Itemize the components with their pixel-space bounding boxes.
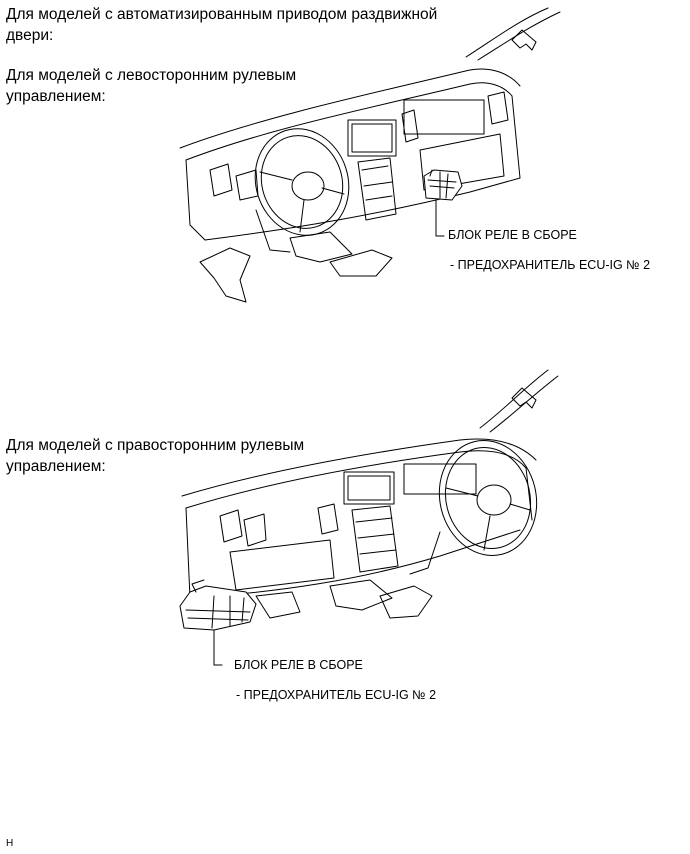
lhd-relay-block bbox=[423, 169, 463, 201]
lhd-heading-line-2: управлением: bbox=[6, 88, 106, 105]
rhd-callout-main: БЛОК РЕЛЕ В СБОРЕ bbox=[234, 658, 363, 672]
rhd-heading-line-1: Для моделей с правосторонним рулевым bbox=[6, 437, 305, 454]
footer-mark: H bbox=[6, 838, 14, 849]
header-line-1: Для моделей с автоматизированным приводо… bbox=[6, 6, 438, 23]
lhd-heading-line-1: Для моделей с левосторонним рулевым bbox=[6, 67, 297, 84]
rhd-heading-line-2: управлением: bbox=[6, 458, 106, 475]
lhd-callout-main: БЛОК РЕЛЕ В СБОРЕ bbox=[448, 228, 577, 242]
rhd-dashboard-illustration bbox=[179, 369, 559, 666]
lhd-callout-sub: - ПРЕДОХРАНИТЕЛЬ ECU-IG № 2 bbox=[450, 258, 651, 272]
rhd-grab-handle bbox=[511, 387, 537, 409]
rhd-callout-sub: - ПРЕДОХРАНИТЕЛЬ ECU-IG № 2 bbox=[236, 688, 437, 702]
header-line-2: двери: bbox=[6, 27, 54, 44]
lhd-callout-leader bbox=[435, 199, 445, 237]
rhd-relay-block bbox=[179, 579, 257, 631]
rhd-steering-wheel bbox=[438, 440, 538, 556]
lhd-a-pillar bbox=[465, 7, 549, 58]
rhd-a-pillar bbox=[479, 369, 549, 429]
lhd-dash-top bbox=[179, 68, 521, 149]
lhd-grab-handle bbox=[511, 29, 537, 51]
rhd-dash-top bbox=[181, 438, 537, 497]
rhd-callout-leader bbox=[213, 629, 223, 666]
lhd-dashboard-illustration bbox=[179, 7, 561, 303]
